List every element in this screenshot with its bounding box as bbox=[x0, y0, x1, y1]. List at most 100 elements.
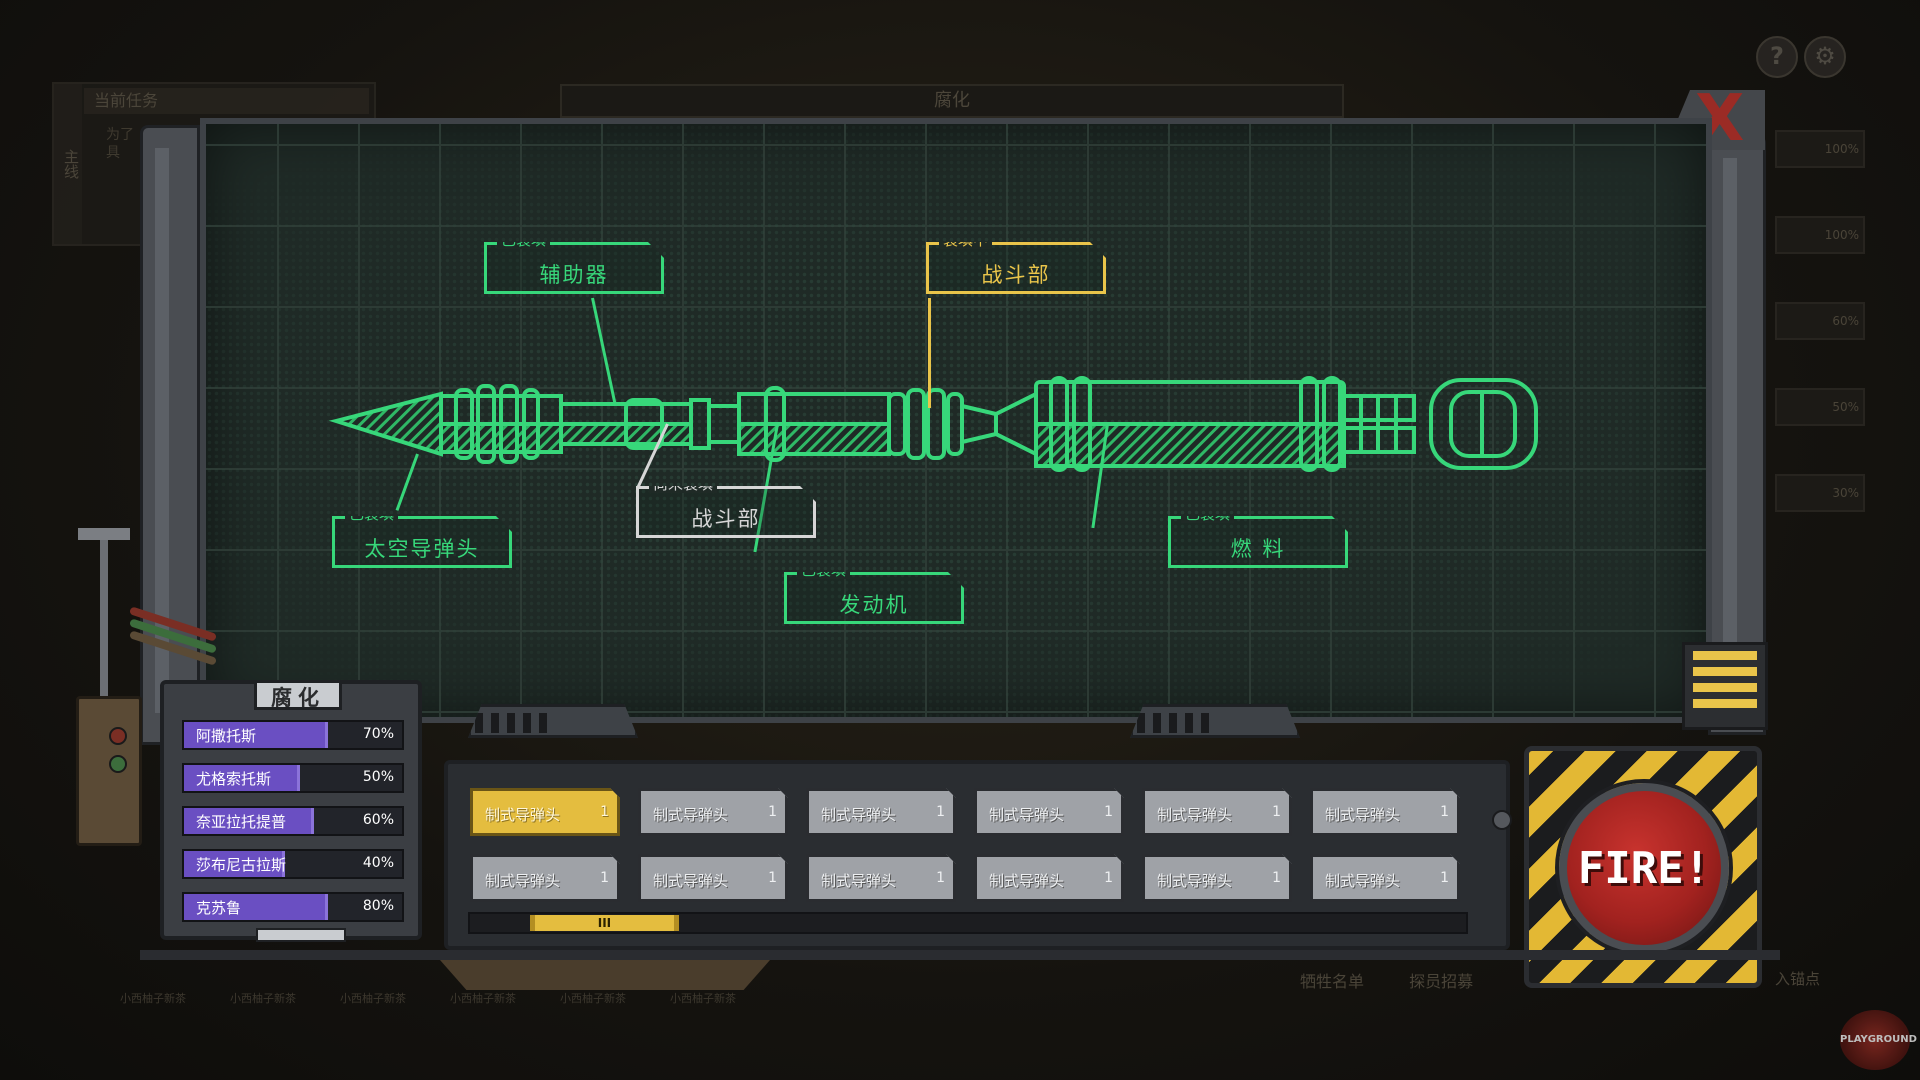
background-bottom-name: 小西柚子新茶 bbox=[340, 992, 406, 1005]
background-roster: 牺牲名单 探员招募 bbox=[1300, 968, 1513, 992]
part-label-space-warhead[interactable]: 已装填 太空导弹头 bbox=[332, 516, 512, 568]
warhead-name: 制式导弹头 bbox=[1325, 872, 1401, 890]
warhead-slot[interactable]: 制式导弹头 1 bbox=[1310, 854, 1460, 902]
missile-throat bbox=[960, 403, 998, 445]
background-task-side: 主线 bbox=[54, 84, 82, 244]
part-label-combat-empty[interactable]: 尚未装填 战斗部 bbox=[636, 486, 816, 538]
part-label-fuel[interactable]: 已装填 燃 料 bbox=[1168, 516, 1348, 568]
warhead-qty: 1 bbox=[1272, 870, 1281, 886]
background-bottom-name: 小西柚子新茶 bbox=[230, 992, 296, 1005]
part-label-engine[interactable]: 已装填 发动机 bbox=[784, 572, 964, 624]
warhead-name: 制式导弹头 bbox=[653, 806, 729, 824]
green-led-icon bbox=[109, 755, 127, 773]
radio-device bbox=[76, 696, 142, 846]
corrosion-percent: 80% bbox=[362, 898, 394, 914]
corrosion-name: 奈亚拉托提普 bbox=[196, 813, 287, 831]
red-led-icon bbox=[109, 727, 127, 745]
background-right-bar: 100% bbox=[1775, 130, 1865, 168]
part-name: 发动机 bbox=[839, 593, 909, 617]
recruit-label: 探员招募 bbox=[1409, 972, 1474, 991]
corrosion-name: 尤格索托斯 bbox=[196, 770, 272, 788]
warhead-name: 制式导弹头 bbox=[989, 806, 1065, 824]
background-task-title: 当前任务 bbox=[84, 88, 369, 114]
corrosion-row: 莎布尼古拉斯 40% bbox=[182, 849, 404, 879]
warhead-name: 制式导弹头 bbox=[1157, 806, 1233, 824]
background-bottom-name: 小西柚子新茶 bbox=[120, 992, 186, 1005]
part-name: 辅助器 bbox=[539, 263, 609, 287]
part-label-combat-loading[interactable]: 装填中 战斗部 bbox=[926, 242, 1106, 294]
background-bottom-name: 小西柚子新茶 bbox=[450, 992, 516, 1005]
warhead-qty: 1 bbox=[1104, 870, 1113, 886]
missile-blueprint bbox=[328, 376, 1538, 472]
warhead-name: 制式导弹头 bbox=[485, 806, 561, 824]
corrosion-panel-handle[interactable] bbox=[256, 928, 346, 942]
wires bbox=[128, 606, 218, 670]
warhead-qty: 1 bbox=[600, 804, 609, 820]
anchor-label: 入锚点 bbox=[1775, 970, 1821, 988]
panel-knob bbox=[1492, 810, 1512, 830]
corrosion-title: 腐化 bbox=[254, 680, 342, 710]
warhead-qty: 1 bbox=[600, 870, 609, 886]
antenna bbox=[78, 528, 130, 698]
warhead-qty: 1 bbox=[1440, 870, 1449, 886]
blueprint-screen: 已装填 辅助器 装填中 战斗部 已装填 太空导弹头 尚未装填 战斗部 已装填 发… bbox=[200, 118, 1712, 723]
warhead-name: 制式导弹头 bbox=[653, 872, 729, 890]
roster-label: 牺牲名单 bbox=[1300, 972, 1365, 991]
warhead-scrollbar[interactable]: III bbox=[468, 912, 1468, 934]
corrosion-fill bbox=[184, 851, 286, 877]
warhead-slot[interactable]: 制式导弹头 1 bbox=[974, 854, 1124, 902]
corrosion-percent: 50% bbox=[362, 769, 394, 785]
corrosion-name: 莎布尼古拉斯 bbox=[196, 856, 287, 874]
background-top-title: 腐化 bbox=[560, 84, 1344, 118]
background-right-bar: 60% bbox=[1775, 302, 1865, 340]
missile-nozzle bbox=[1342, 394, 1416, 454]
warhead-name: 制式导弹头 bbox=[989, 872, 1065, 890]
part-label-auxiliary[interactable]: 已装填 辅助器 bbox=[484, 242, 664, 294]
fire-button[interactable]: FIRE! bbox=[1559, 783, 1729, 953]
fire-hazard-box: FIRE! bbox=[1524, 746, 1762, 988]
warhead-scrollbar-thumb[interactable]: III bbox=[529, 915, 680, 931]
warhead-qty: 1 bbox=[1272, 804, 1281, 820]
background-right-bars: 100% 100% 60% 50% 30% bbox=[1775, 130, 1865, 560]
warhead-qty: 1 bbox=[936, 804, 945, 820]
missile-rings-front bbox=[454, 384, 540, 464]
help-icon[interactable]: ? bbox=[1756, 36, 1798, 78]
warhead-slot[interactable]: 制式导弹头 1 bbox=[1310, 788, 1460, 836]
hazard-vent bbox=[1682, 642, 1768, 730]
part-name: 战斗部 bbox=[691, 507, 761, 531]
corrosion-fill bbox=[184, 765, 300, 791]
warhead-name: 制式导弹头 bbox=[1325, 806, 1401, 824]
background-right-bar: 50% bbox=[1775, 388, 1865, 426]
fire-label: FIRE! bbox=[1577, 843, 1711, 894]
missile-tail-ring bbox=[1429, 378, 1538, 470]
warhead-slot[interactable]: 制式导弹头 1 bbox=[470, 788, 620, 836]
corrosion-name: 克苏鲁 bbox=[196, 899, 242, 917]
frame-bottom-sill bbox=[140, 950, 1780, 960]
corrosion-name: 阿撒托斯 bbox=[196, 727, 257, 745]
settings-icon[interactable]: ⚙ bbox=[1804, 36, 1846, 78]
corrosion-row: 尤格索托斯 50% bbox=[182, 763, 404, 793]
background-right-bar: 30% bbox=[1775, 474, 1865, 512]
warhead-qty: 1 bbox=[1440, 804, 1449, 820]
missile-nose bbox=[328, 391, 443, 457]
warhead-name: 制式导弹头 bbox=[485, 872, 561, 890]
background-right-bar: 100% bbox=[1775, 216, 1865, 254]
corrosion-fill bbox=[184, 808, 314, 834]
watermark-logo: PLAYGROUND bbox=[1840, 1010, 1917, 1070]
warhead-qty: 1 bbox=[936, 870, 945, 886]
corrosion-row: 克苏鲁 80% bbox=[182, 892, 404, 922]
corrosion-percent: 40% bbox=[362, 855, 394, 871]
warhead-slot[interactable]: 制式导弹头 1 bbox=[470, 854, 620, 902]
warhead-slot[interactable]: 制式导弹头 1 bbox=[1142, 788, 1292, 836]
part-name: 燃 料 bbox=[1230, 537, 1286, 561]
background-bottom-name: 小西柚子新茶 bbox=[560, 992, 626, 1005]
